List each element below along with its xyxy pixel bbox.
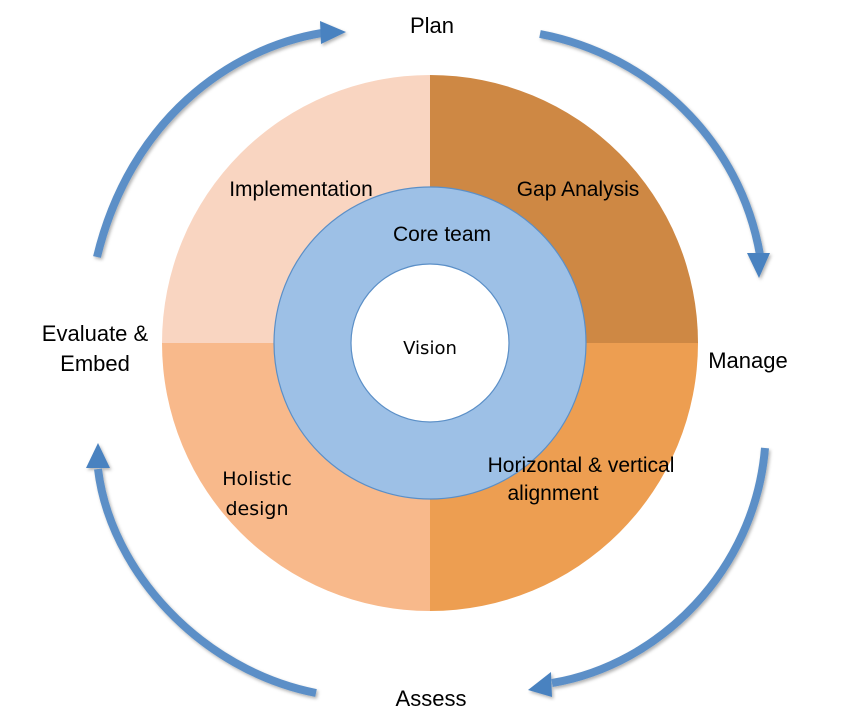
label-alignment-line2: alignment: [507, 482, 598, 505]
label-holistic-line2: design: [225, 498, 288, 520]
arrow-plan-to-manage: [539, 30, 770, 278]
arrowhead-icon: [528, 672, 552, 697]
label-vision: Vision: [403, 338, 457, 359]
stage-assess: Assess: [396, 686, 467, 711]
label-alignment-line1: Horizontal & vertical: [488, 454, 675, 477]
label-implementation: Implementation: [229, 178, 373, 201]
stage-evaluate-line1: Evaluate &: [42, 321, 149, 346]
vision-circle: [350, 263, 510, 423]
label-core-team: Core team: [393, 223, 491, 246]
arrowhead-icon: [86, 443, 110, 468]
stage-manage: Manage: [708, 348, 788, 373]
stage-evaluate-line2: Embed: [60, 351, 130, 376]
arrow-manage-to-assess: [528, 447, 769, 697]
arrowhead-icon: [320, 21, 346, 44]
arrow-evaluate-to-plan: [93, 21, 346, 258]
stage-plan: Plan: [410, 13, 454, 38]
arrow-assess-to-evaluate: [86, 443, 317, 697]
label-holistic-line1: Holistic: [222, 468, 292, 490]
label-gap-analysis: Gap Analysis: [517, 178, 640, 201]
arrowhead-icon: [747, 253, 770, 278]
